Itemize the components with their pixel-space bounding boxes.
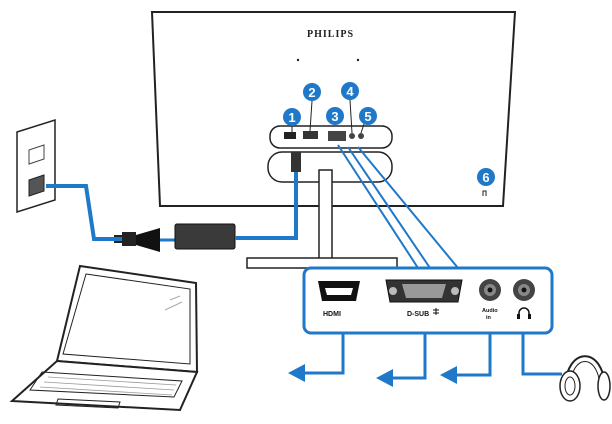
hdmi-label: HDMI <box>323 311 341 318</box>
audio-in-label-2: in <box>486 315 492 321</box>
callout-badge-6: 6 <box>477 168 495 186</box>
hdmi-arrow <box>288 333 345 382</box>
headphones <box>559 355 611 402</box>
dsub-arrow <box>376 333 427 387</box>
svg-text:5: 5 <box>364 109 371 124</box>
audio-in-arrow <box>440 333 492 384</box>
svg-text:3: 3 <box>331 109 338 124</box>
callout-badge-2: 2 <box>303 83 321 132</box>
svg-text:6: 6 <box>482 170 489 185</box>
audio-in-label: Audio <box>482 308 498 314</box>
headphone-cable <box>521 333 562 376</box>
stand-neck <box>318 169 333 261</box>
laptop <box>9 264 199 412</box>
hdmi-port: HDMI <box>318 281 360 318</box>
callout-badge-5: 5 <box>359 107 377 134</box>
callout-badge-3: 3 <box>326 107 344 125</box>
port-detail-box: HDMI D-SUB Audio in <box>302 266 554 335</box>
headphone-port <box>513 279 535 319</box>
audio-in-port: Audio in <box>479 279 501 321</box>
power-cable <box>46 184 124 241</box>
zoom-lines <box>337 144 459 269</box>
dsub-connector-icon <box>433 308 439 315</box>
dc-cable <box>235 171 298 240</box>
svg-text:2: 2 <box>308 85 315 100</box>
power-adapter <box>174 223 236 250</box>
brand-logo: PHILIPS <box>307 29 354 40</box>
wall-outlet <box>16 118 56 214</box>
headphone-icon <box>518 307 530 318</box>
dsub-port: D-SUB <box>385 279 463 318</box>
dsub-label: D-SUB <box>407 311 429 318</box>
svg-text:4: 4 <box>346 84 354 99</box>
power-plug <box>114 228 160 252</box>
callout-badge-1: 1 <box>283 108 301 132</box>
callout-badge-4: 4 <box>341 82 359 134</box>
svg-text:1: 1 <box>288 110 295 125</box>
